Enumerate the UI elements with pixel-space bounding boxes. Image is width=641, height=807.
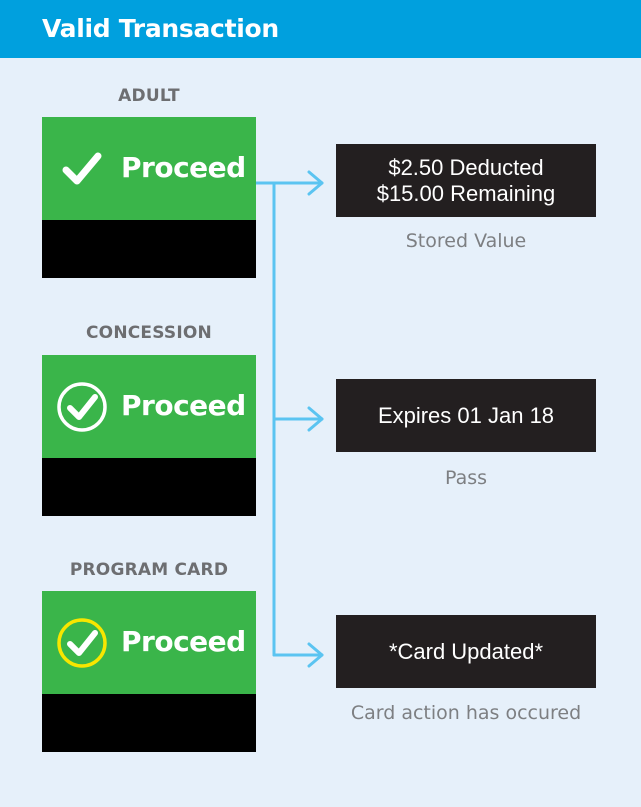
- result-box-stored-value: $2.50 Deducted $15.00 Remaining: [336, 144, 596, 217]
- card-label-adult: ADULT: [118, 86, 180, 106]
- result-box-card-updated: *Card Updated*: [336, 615, 596, 688]
- result-box-pass: Expires 01 Jan 18: [336, 379, 596, 452]
- result-line-card-updated: *Card Updated*: [388, 638, 544, 664]
- proceed-text: Proceed: [121, 389, 246, 422]
- reader-screen-program-card: Proceed: [42, 591, 256, 752]
- card-label-program-card: PROGRAM CARD: [69, 560, 229, 580]
- screen-blank-panel: [42, 458, 256, 516]
- header-bar: Valid Transaction: [0, 0, 641, 58]
- screen-blank-panel: [42, 220, 256, 278]
- screen-status-panel: Proceed: [42, 117, 256, 220]
- arrowhead-2: [307, 406, 324, 432]
- arrowhead-3: [307, 642, 324, 668]
- checkmark-icon: [62, 152, 102, 185]
- check-circle-yellow-icon: [57, 618, 107, 668]
- reader-screen-adult: Proceed: [42, 117, 256, 278]
- caption-card-action: Card action has occured: [350, 702, 582, 724]
- screen-status-panel: Proceed: [42, 591, 256, 694]
- result-line-deducted: $2.50 Deducted: [388, 154, 544, 180]
- card-label-concession: CONCESSION: [86, 323, 212, 343]
- check-circle-icon: [57, 382, 107, 432]
- reader-screen-concession: Proceed: [42, 355, 256, 516]
- result-line-remaining: $15.00 Remaining: [376, 180, 556, 206]
- proceed-text: Proceed: [121, 151, 246, 184]
- caption-stored-value: Stored Value: [405, 230, 527, 252]
- screen-blank-panel: [42, 694, 256, 752]
- proceed-text: Proceed: [121, 625, 246, 658]
- result-line-expires: Expires 01 Jan 18: [377, 402, 555, 428]
- caption-pass: Pass: [444, 467, 488, 489]
- screen-status-panel: Proceed: [42, 355, 256, 458]
- header-title: Valid Transaction: [42, 14, 279, 43]
- arrowhead-1: [307, 170, 324, 196]
